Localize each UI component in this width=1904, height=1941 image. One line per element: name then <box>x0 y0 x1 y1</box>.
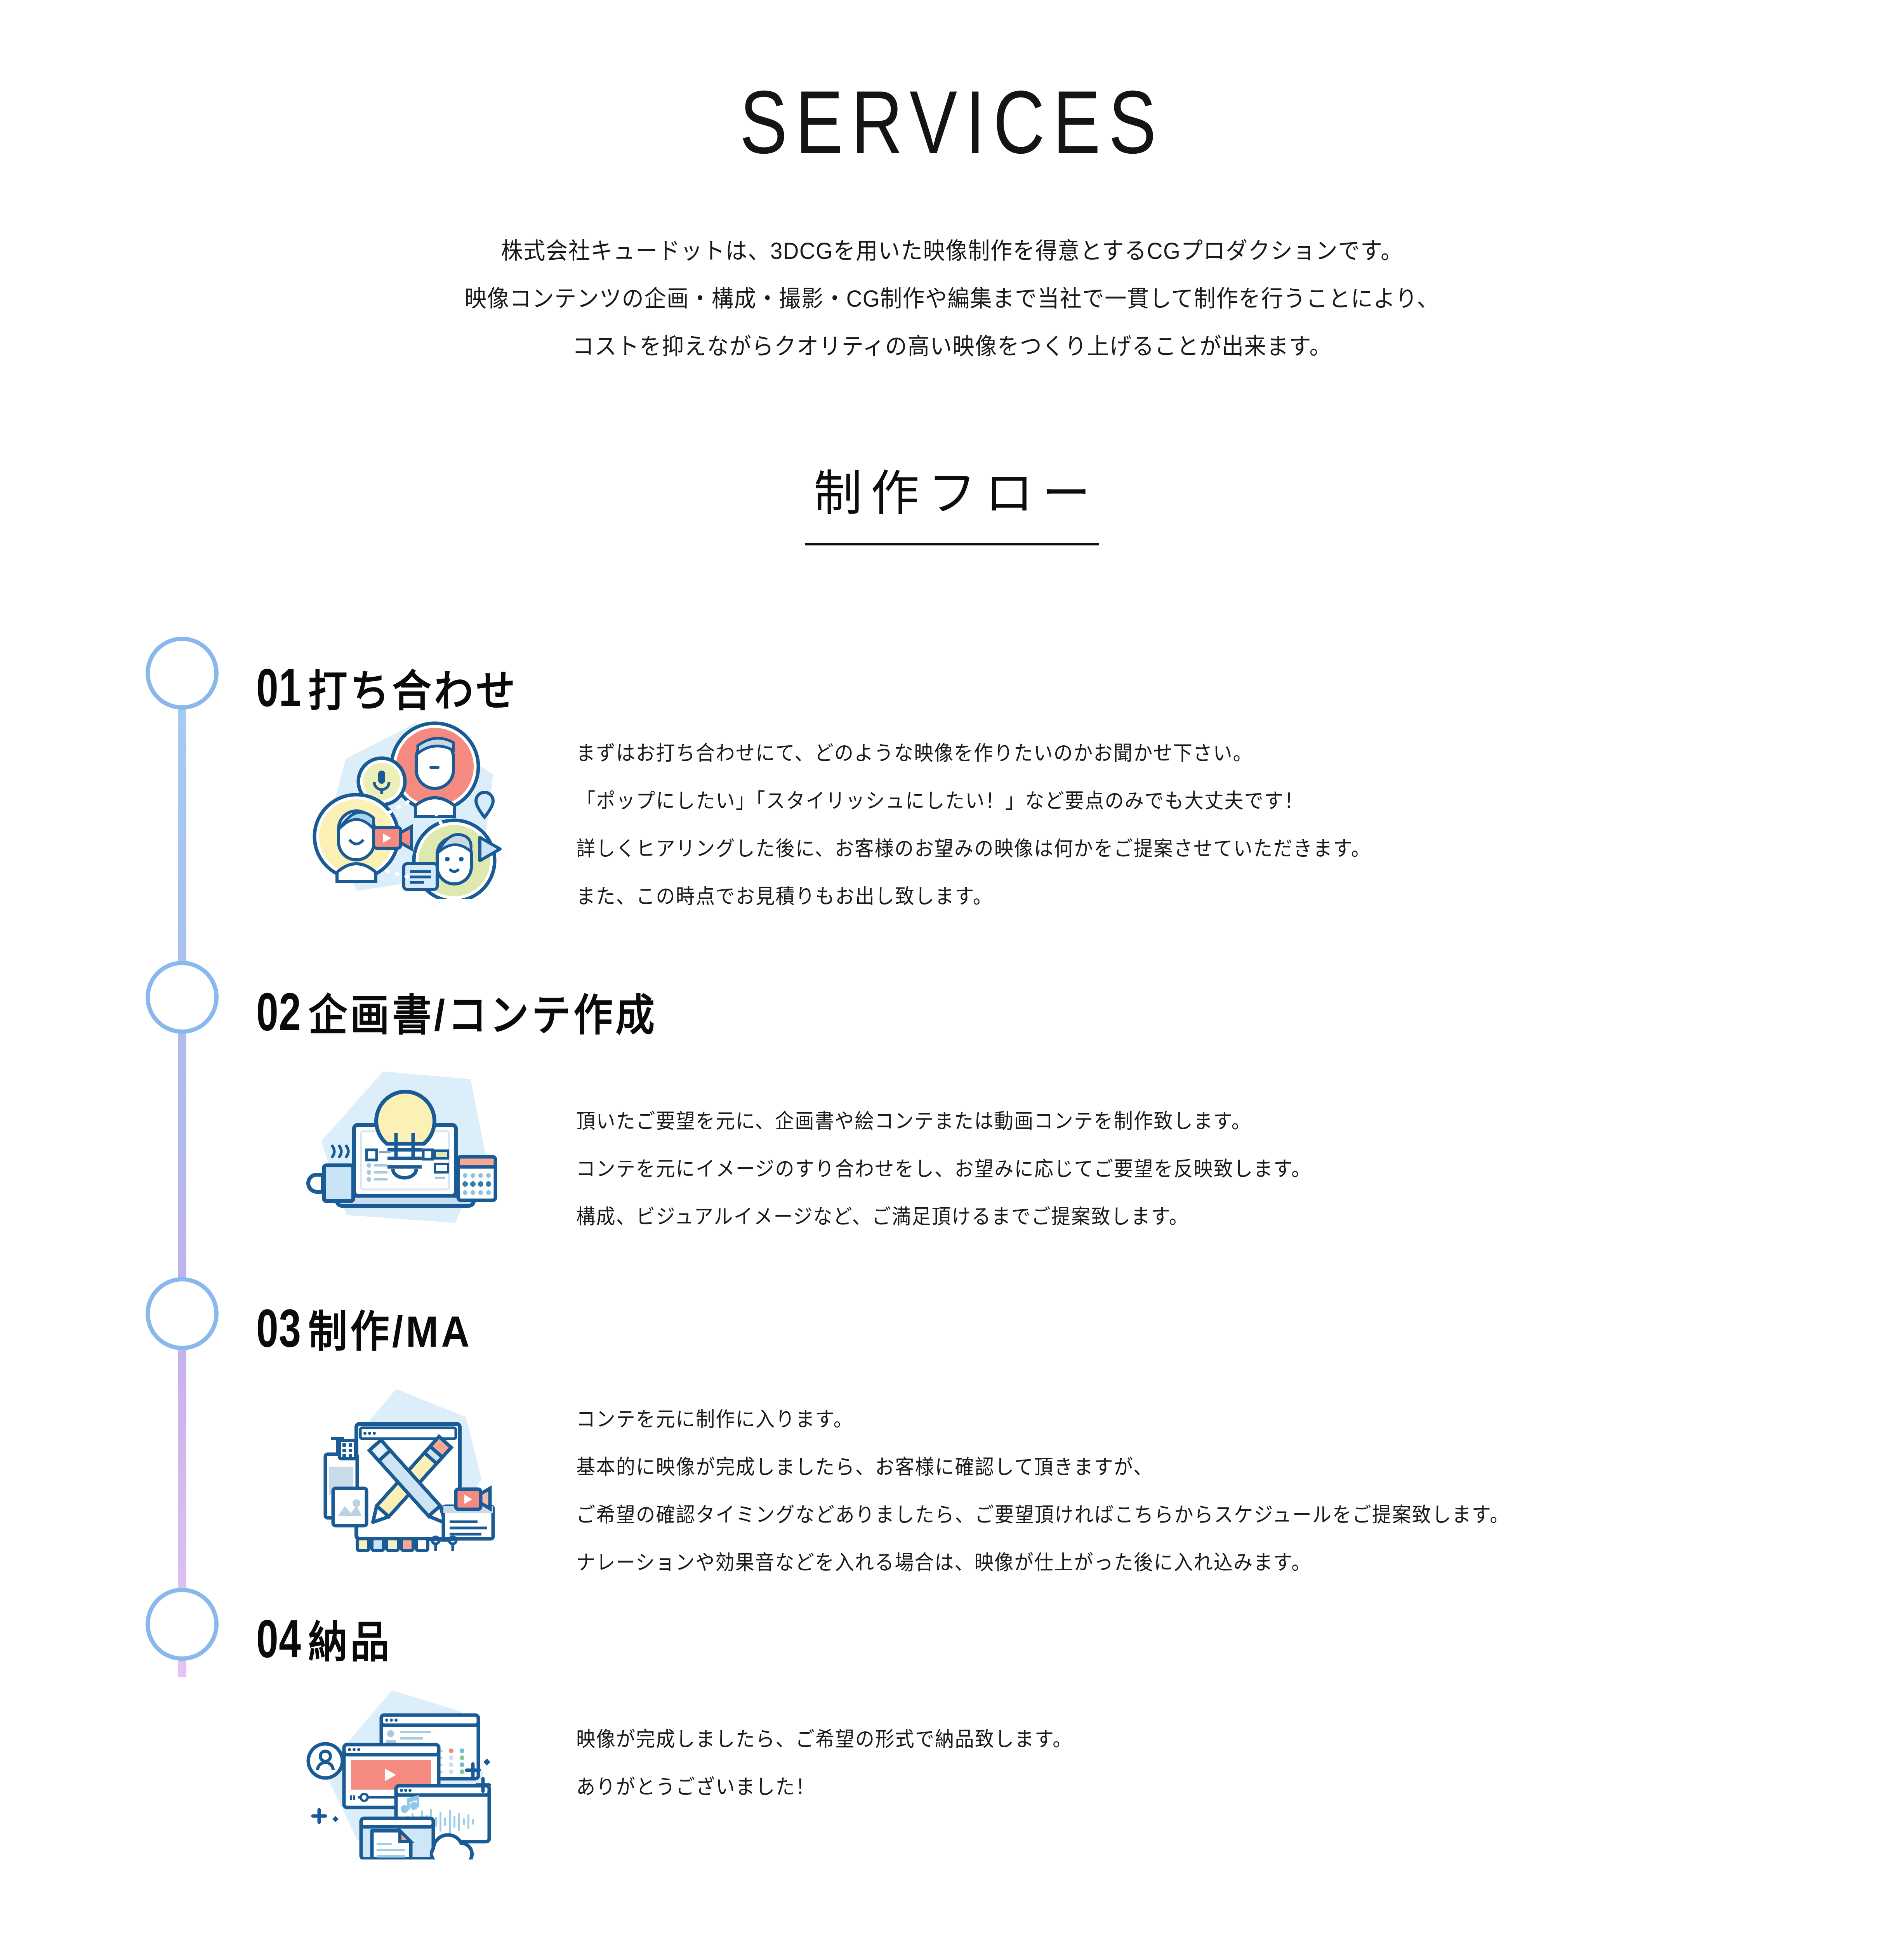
body-line: コンテを元に制作に入ります。 <box>576 1408 853 1431</box>
step-label: 制作/MA <box>308 1307 472 1356</box>
step-marker-circle <box>146 1588 219 1661</box>
step-heading: 03 制作/MA <box>256 1297 490 1359</box>
flow-timeline: 01 打ち合わせ <box>0 598 1904 1859</box>
intro-line: 映像コンテンツの企画・構成・撮影・CG制作や編集まで当社で一貫して制作を行うこと… <box>464 286 1440 312</box>
step-marker-circle <box>146 961 219 1034</box>
step-body: 頂いたご要望を元に、企画書や絵コンテまたは動画コンテを制作致します。 コンテを元… <box>576 1098 1312 1241</box>
body-line: 基本的に映像が完成しましたら、お客様に確認して頂きますが、 <box>576 1455 1154 1479</box>
body-line: ナレーションや効果音などを入れる場合は、映像が仕上がった後に入れ込みます。 <box>576 1551 1312 1574</box>
meeting-people-icon <box>299 716 509 899</box>
step-body: コンテを元に制作に入ります。 基本的に映像が完成しましたら、お客様に確認して頂き… <box>576 1396 1510 1587</box>
body-line: 頂いたご要望を元に、企画書や絵コンテまたは動画コンテを制作致します。 <box>576 1110 1252 1133</box>
body-line: 詳しくヒアリングした後に、お客様のお望みの映像は何かをご提案させていただきます。 <box>576 837 1371 860</box>
step-body: 映像が完成しましたら、ご希望の形式で納品致します。 ありがとうございました！ <box>576 1716 1072 1811</box>
step-heading: 04 納品 <box>256 1607 401 1670</box>
step-marker-circle <box>146 637 219 710</box>
flow-title-wrap: 制作フロー <box>0 454 1904 545</box>
step-number: 02 <box>256 982 302 1042</box>
body-line: ご希望の確認タイミングなどありましたら、ご要望頂ければこちらからスケジュールをご… <box>576 1503 1510 1526</box>
body-line: また、この時点でお見積りもお出し致します。 <box>576 885 993 908</box>
pencil-pen-design-icon <box>299 1378 509 1553</box>
laptop-lightbulb-icon <box>300 1068 509 1238</box>
intro-line: 株式会社キュードットは、3DCGを用いた映像制作を得意とするCGプロダクションで… <box>501 238 1403 264</box>
step-number: 04 <box>256 1609 302 1669</box>
step-number: 03 <box>256 1299 302 1358</box>
step-heading: 02 企画書/コンテ作成 <box>256 980 696 1043</box>
body-line: 構成、ビジュアルイメージなど、ご満足頂けるまでご提案致します。 <box>576 1205 1189 1228</box>
step-body: まずはお打ち合わせにて、どのような映像を作りたいのかお聞かせ下さい。 「ポップに… <box>576 730 1371 921</box>
intro-paragraph: 株式会社キュードットは、3DCGを用いた映像制作を得意とするCGプロダクションで… <box>350 227 1554 370</box>
body-line: ありがとうございました！ <box>576 1775 816 1799</box>
intro-line: コストを抑えながらクオリティの高い映像をつくり上げることが出来ます。 <box>572 333 1332 359</box>
page-title: SERVICES <box>740 72 1164 172</box>
step-label: 納品 <box>308 1618 392 1667</box>
page-header: SERVICES 株式会社キュードットは、3DCGを用いた映像制作を得意とするC… <box>0 0 1904 370</box>
step-label: 打ち合わせ <box>308 667 518 715</box>
step-number: 01 <box>256 658 302 718</box>
body-line: まずはお打ち合わせにて、どのような映像を作りたいのかお聞かせ下さい。 <box>576 742 1253 765</box>
flow-section-title: 制作フロー <box>805 454 1099 545</box>
step-label: 企画書/コンテ作成 <box>308 991 657 1040</box>
body-line: コンテを元にイメージのすり合わせをし、お望みに応じてご要望を反映致します。 <box>576 1157 1312 1181</box>
delivery-windows-cloud-icon <box>299 1681 509 1859</box>
timeline-spine <box>178 695 186 1677</box>
step-marker-circle <box>146 1277 219 1350</box>
body-line: 「ポップにしたい」「スタイリッシュにしたい！」など要点のみでも大丈夫です！ <box>576 789 1304 813</box>
body-line: 映像が完成しましたら、ご希望の形式で納品致します。 <box>576 1728 1073 1751</box>
step-heading: 01 打ち合わせ <box>256 656 541 719</box>
